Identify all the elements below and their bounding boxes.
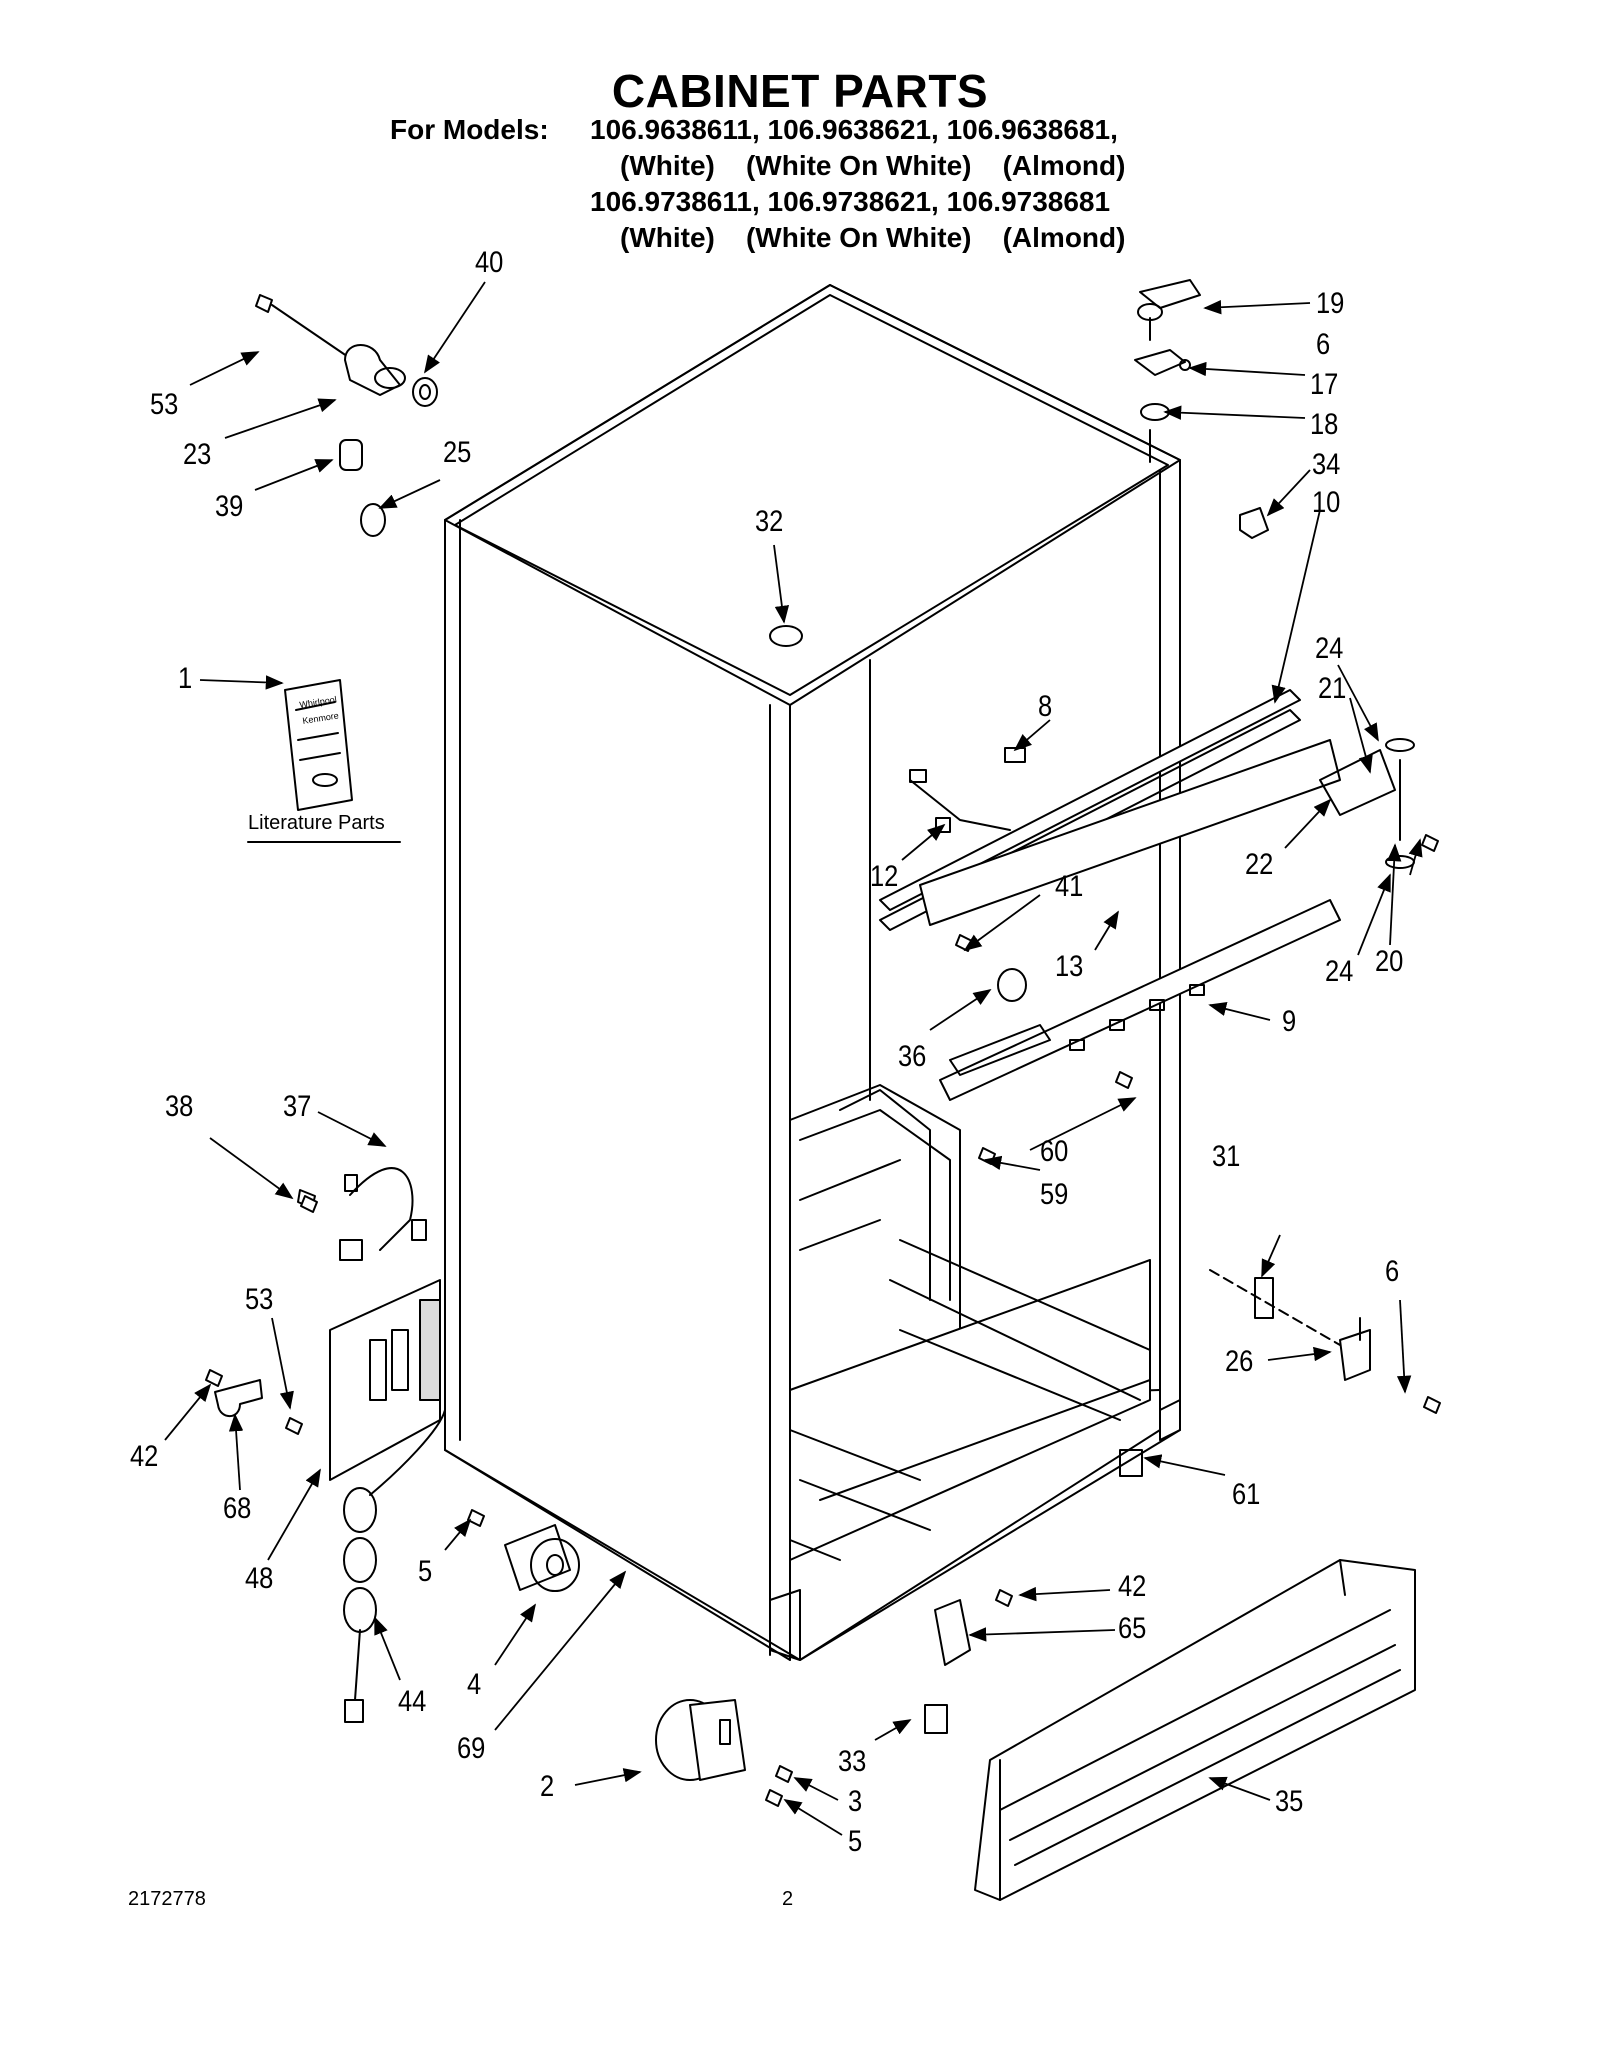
- page-title: CABINET PARTS: [611, 65, 989, 117]
- screw-icon: [1115, 1071, 1133, 1089]
- callout-24-bottom: 24: [1325, 955, 1354, 988]
- screw-icon: [467, 1509, 485, 1527]
- callout-31: 31: [1212, 1140, 1241, 1173]
- callout-60: 60: [1040, 1135, 1069, 1168]
- colors-row-1: (White) (White On White) (Almond): [620, 150, 1126, 181]
- screw-icon: [775, 1765, 793, 1783]
- cap-32: [769, 625, 803, 647]
- callout-26: 26: [1225, 1345, 1254, 1378]
- mullion-rails: [879, 689, 1415, 1101]
- callout-25: 25: [443, 436, 472, 469]
- callout-10: 10: [1312, 486, 1341, 519]
- callout-68: 68: [223, 1492, 252, 1525]
- screw-icon: [285, 1417, 303, 1435]
- callout-5-bottom: 5: [848, 1825, 863, 1858]
- callout-6-right: 6: [1385, 1255, 1400, 1288]
- callout-4: 4: [467, 1668, 482, 1701]
- callout-42-right: 42: [1118, 1570, 1147, 1603]
- callout-32: 32: [755, 505, 784, 538]
- callout-22: 22: [1245, 848, 1274, 881]
- callout-48: 48: [245, 1562, 274, 1595]
- bracket-33: [924, 1704, 948, 1734]
- callout-12: 12: [870, 860, 899, 893]
- callout-6-top: 6: [1316, 328, 1331, 361]
- screw-icon: [1421, 834, 1439, 852]
- front-roller: [504, 1524, 580, 1592]
- callout-20: 20: [1375, 945, 1404, 978]
- lower-right-hinge: [1119, 1269, 1371, 1477]
- screw-icon: [300, 1195, 318, 1213]
- screw-icon: [1423, 1396, 1441, 1414]
- callout-9: 9: [1282, 1005, 1297, 1038]
- callout-53-lower: 53: [245, 1283, 274, 1316]
- bracket-65: [934, 1599, 971, 1666]
- callout-69: 69: [457, 1732, 486, 1765]
- callout-44: 44: [398, 1685, 427, 1718]
- upper-left-parts: [255, 294, 438, 537]
- colors-row-2: (White) (White On White) (Almond): [620, 222, 1126, 253]
- callout-39: 39: [215, 490, 244, 523]
- cabinet-shell: [329, 284, 1181, 1661]
- document-number: 2172778: [128, 1888, 206, 1910]
- clip-68: [214, 1379, 263, 1418]
- wire-harness: [297, 1167, 427, 1261]
- callout-21: 21: [1318, 672, 1347, 705]
- callout-37: 37: [283, 1090, 312, 1123]
- callout-23: 23: [183, 438, 212, 471]
- callout-65: 65: [1118, 1612, 1147, 1645]
- callout-18: 18: [1310, 408, 1339, 441]
- screw-icon: [205, 1369, 223, 1387]
- models-label: For Models:: [390, 114, 549, 145]
- callout-53: 53: [150, 388, 179, 421]
- callout-61: 61: [1232, 1478, 1261, 1511]
- callout-59: 59: [1040, 1178, 1069, 1211]
- callout-33: 33: [838, 1745, 867, 1778]
- leader-arrows: [164, 281, 1423, 1836]
- models-row-1: 106.9638611, 106.9638621, 106.9638681,: [590, 114, 1118, 145]
- callout-3: 3: [848, 1785, 863, 1818]
- callout-1: 1: [178, 662, 193, 695]
- callout-17: 17: [1310, 368, 1339, 401]
- literature-booklet: [247, 679, 401, 843]
- callout-42-left: 42: [130, 1440, 159, 1473]
- callout-8: 8: [1038, 690, 1053, 723]
- callout-24-top: 24: [1315, 632, 1344, 665]
- callout-2: 2: [540, 1770, 555, 1803]
- power-cord: [343, 1409, 446, 1723]
- literature-caption: Literature Parts: [248, 812, 385, 834]
- screw-icon: [765, 1789, 783, 1807]
- page-number: 2: [782, 1888, 794, 1910]
- callout-40: 40: [475, 246, 504, 279]
- callout-34: 34: [1312, 448, 1341, 481]
- callout-35: 35: [1275, 1785, 1304, 1818]
- screw-icon: [995, 1589, 1013, 1607]
- callout-41: 41: [1055, 870, 1084, 903]
- callout-38: 38: [165, 1090, 194, 1123]
- callout-5-left: 5: [418, 1555, 433, 1588]
- rear-roller: [655, 1699, 746, 1781]
- callout-19: 19: [1316, 287, 1345, 320]
- models-row-2: 106.9738611, 106.9738621, 106.9738681: [590, 186, 1111, 217]
- callout-13: 13: [1055, 950, 1084, 983]
- callout-36: 36: [898, 1040, 927, 1073]
- toe-grille: [974, 1559, 1416, 1901]
